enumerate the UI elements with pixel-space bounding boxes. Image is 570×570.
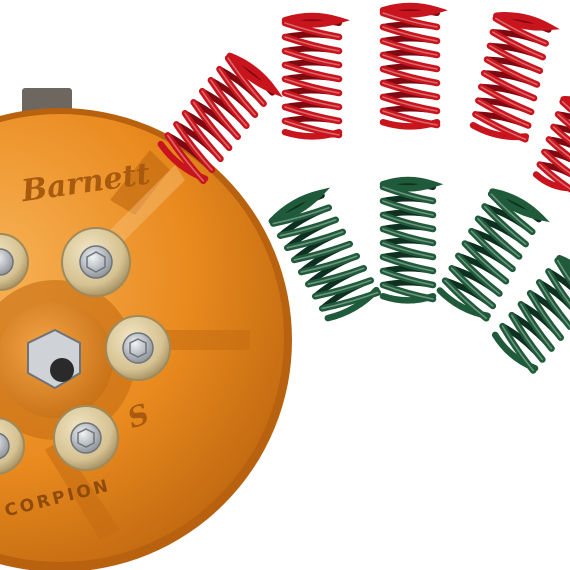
- spring-coil-back: [164, 55, 276, 173]
- red-spring-2: [281, 12, 350, 140]
- spring-coil-front: [491, 255, 570, 374]
- spring-coil-front: [379, 176, 444, 304]
- spring-cup-bolt: [53, 405, 119, 471]
- spring-cup-bolt: [0, 417, 25, 475]
- spring-coil-shine: [444, 193, 534, 320]
- red-spring-1: [157, 52, 283, 185]
- spring-coil-shine: [284, 22, 340, 136]
- spring-coil-shine: [382, 186, 434, 300]
- spring-coil-back: [380, 181, 436, 288]
- spring-coil-back: [270, 192, 374, 312]
- spring-coil-front: [469, 12, 560, 143]
- housing-rib: [150, 330, 250, 350]
- housing-rib: [110, 150, 170, 215]
- red-spring-5: [532, 96, 570, 194]
- green-spring-4: [491, 255, 570, 374]
- housing-highlight: [100, 165, 185, 250]
- spring-coil-front: [281, 12, 350, 140]
- spring-cup-bolt: [0, 233, 29, 291]
- green-spring-2: [379, 176, 444, 304]
- mounting-tab: [22, 88, 72, 114]
- spring-coil-shine: [272, 206, 379, 310]
- spring-coil-front: [157, 52, 283, 185]
- spring-coil-shine: [166, 57, 265, 182]
- spring-coil-back: [380, 7, 440, 114]
- green-spring-3: [436, 188, 550, 322]
- housing-rib: [45, 440, 120, 540]
- red-spring-4: [469, 12, 560, 143]
- green-spring-1: [268, 187, 381, 322]
- spring-coil-back: [472, 15, 552, 129]
- spring-coil-back: [282, 17, 342, 124]
- spring-coil-front: [436, 188, 550, 322]
- spring-coil-back: [442, 191, 542, 309]
- spring-coil-shine: [501, 259, 570, 372]
- spring-coil-front: [379, 2, 448, 130]
- spring-cup-bolt: [61, 227, 131, 297]
- spring-cup-bolt: [105, 315, 171, 381]
- clutch-pressure-plate: Barnett CORPION S: [0, 88, 292, 570]
- spring-coil-front: [268, 187, 381, 322]
- center-bore: [50, 358, 74, 382]
- spring-coil-shine: [474, 17, 547, 141]
- clutch-springs: [157, 2, 570, 374]
- spring-coil-shine: [382, 12, 438, 126]
- red-spring-3: [379, 2, 448, 130]
